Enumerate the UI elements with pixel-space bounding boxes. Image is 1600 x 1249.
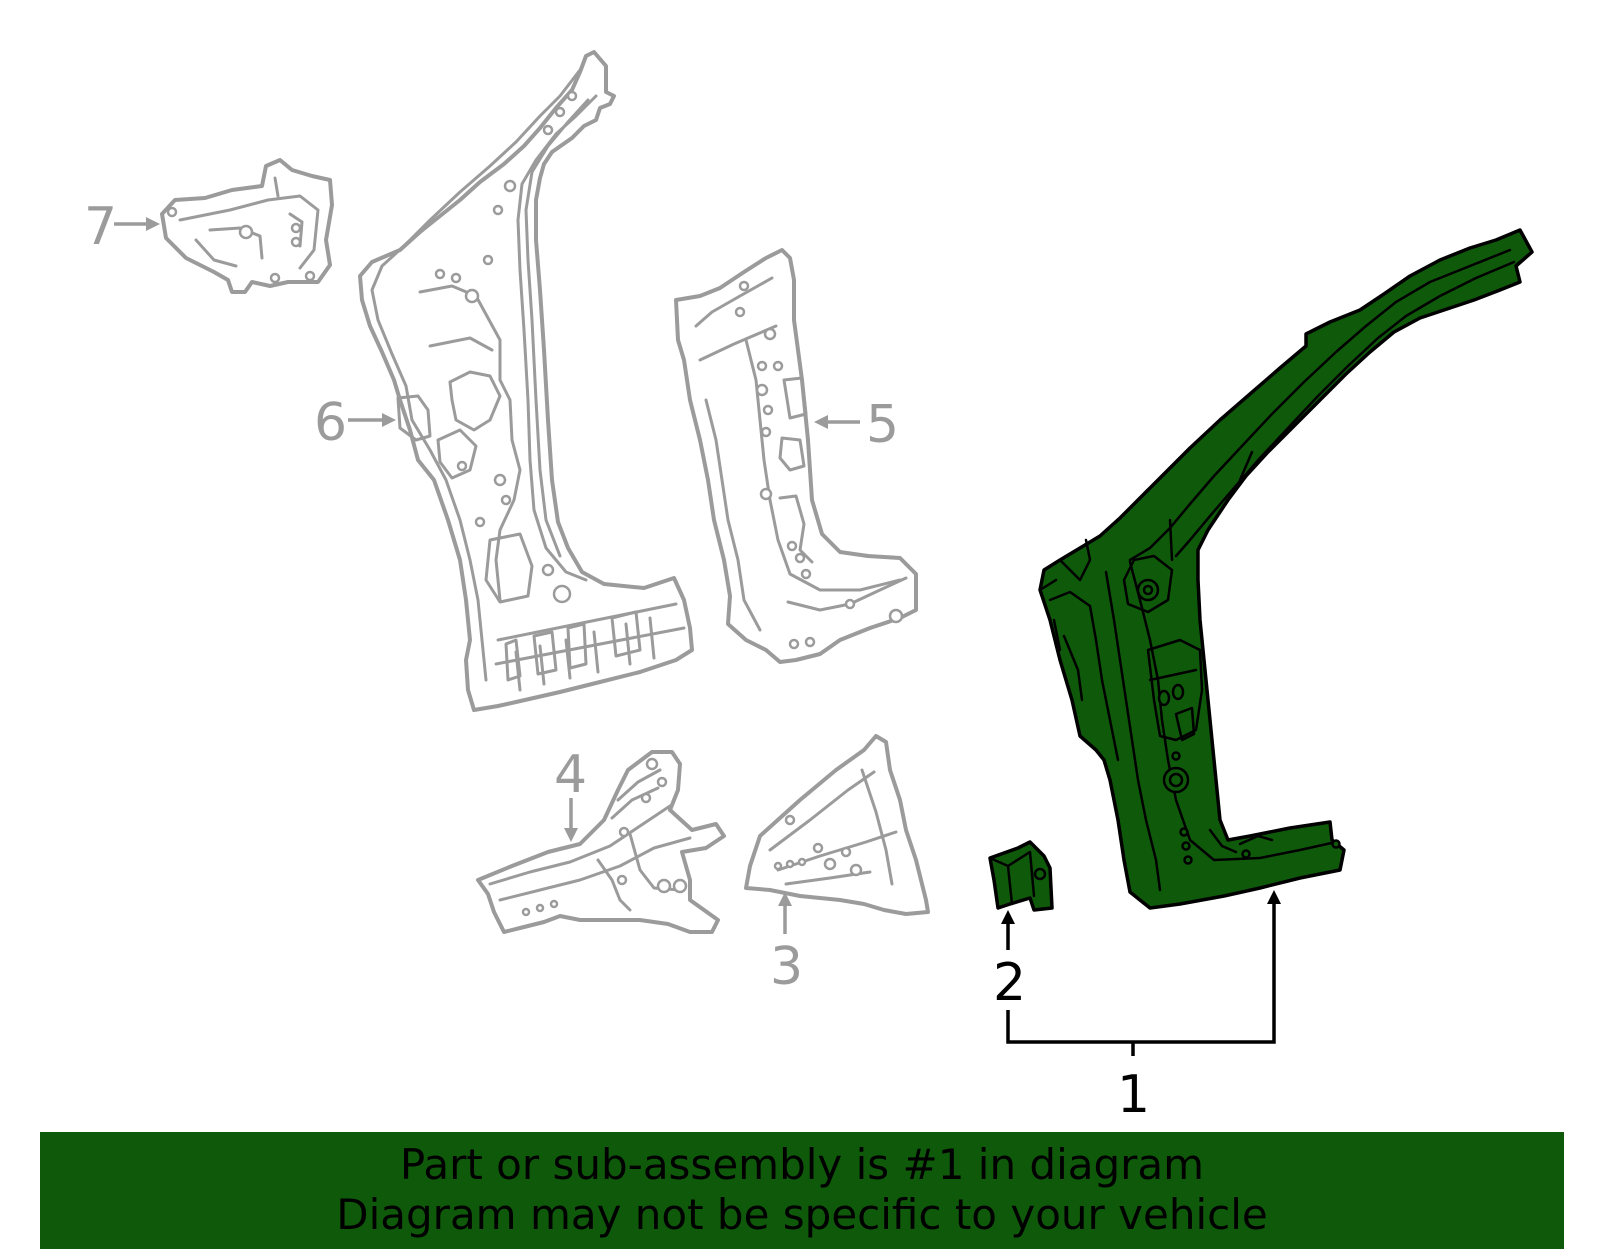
banner-line-1: Part or sub-assembly is #1 in diagram bbox=[399, 1140, 1205, 1189]
callout-4-arrowhead bbox=[564, 828, 578, 842]
part-4-lower-bracket bbox=[476, 750, 726, 934]
part-5-outer-pillar bbox=[674, 248, 918, 664]
callout-1-arrowhead bbox=[1267, 890, 1281, 904]
part-3-gusset bbox=[744, 734, 930, 916]
callout-3: 3 bbox=[770, 892, 803, 997]
callout-6-label: 6 bbox=[314, 393, 347, 453]
callout-3-arrowhead bbox=[778, 892, 792, 906]
callout-7-label: 7 bbox=[84, 197, 117, 257]
callout-5-arrowhead bbox=[814, 415, 828, 429]
callout-7-arrowhead bbox=[146, 217, 160, 231]
callout-5: 5 bbox=[814, 395, 899, 455]
callout-4-label: 4 bbox=[554, 745, 587, 805]
callout-4: 4 bbox=[554, 745, 587, 842]
part-2-small-bracket bbox=[988, 840, 1054, 912]
part-1-main-pillar bbox=[1038, 228, 1534, 910]
callout-2: 2 bbox=[993, 910, 1026, 1013]
info-banner: Part or sub-assembly is #1 in diagram Di… bbox=[40, 1132, 1564, 1249]
callout-1: 1 bbox=[1006, 890, 1281, 1125]
callout-5-label: 5 bbox=[866, 395, 899, 455]
callout-3-label: 3 bbox=[770, 937, 803, 997]
callout-6-arrowhead bbox=[382, 413, 396, 427]
callout-2-label: 2 bbox=[993, 953, 1026, 1013]
part-6-inner-pillar bbox=[358, 50, 694, 712]
callout-1-bracket bbox=[1006, 904, 1276, 1044]
part-7-bracket bbox=[160, 158, 334, 294]
callout-2-arrowhead bbox=[1001, 910, 1015, 924]
callout-1-label: 1 bbox=[1117, 1065, 1150, 1125]
callout-7: 7 bbox=[84, 197, 160, 257]
banner-line-2: Diagram may not be specific to your vehi… bbox=[336, 1190, 1268, 1239]
callout-6: 6 bbox=[314, 393, 396, 453]
